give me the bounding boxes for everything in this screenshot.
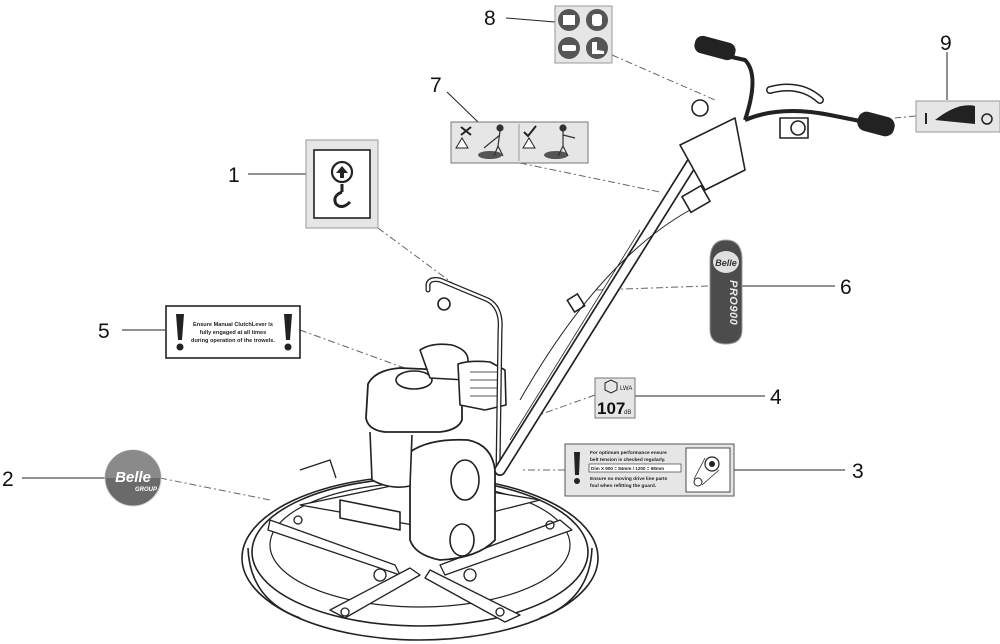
throttle-wedge-icon	[935, 105, 975, 124]
callout-2: 2	[2, 468, 14, 491]
logo-group-text: GROUP	[135, 487, 158, 493]
decal-throttle	[915, 100, 1000, 133]
decal-belt-tension: For optimum performance ensure belt tens…	[564, 443, 735, 497]
clutch-line-2: fully engaged at all times	[200, 330, 267, 336]
logo-belle-text: Belle	[115, 469, 151, 486]
logo-pro-model: PRO900	[727, 280, 739, 326]
belt-line-4: Ensure no moving drive line parts	[590, 476, 668, 482]
leader-2	[159, 477, 271, 501]
callout-4: 4	[770, 386, 782, 409]
clutch-line-3: during operation of the trowels.	[191, 338, 275, 344]
leader-9	[894, 115, 917, 119]
callout-6: 6	[840, 276, 852, 299]
leader-8	[611, 54, 716, 101]
belt-line-5: foul when refitting the guard.	[590, 483, 656, 489]
logo-pro-brand: Belle	[715, 258, 737, 268]
hook-icon	[333, 184, 352, 209]
arrow-up-icon	[336, 166, 348, 178]
callout-1: 1	[228, 164, 240, 187]
clutch-line-1: Ensure Manual ClutchLever is	[193, 322, 273, 328]
leader-7	[519, 162, 661, 193]
pulley-icon	[704, 456, 720, 472]
trowel-blades	[267, 515, 573, 623]
check-icon	[523, 125, 537, 138]
decal-ppe	[554, 5, 613, 64]
belt-line-3: Dim X 900 = 84mm / 1200 = 68mm	[591, 466, 664, 471]
warning-exclamation-icon	[574, 452, 580, 475]
noise-unit: dB	[624, 410, 631, 416]
engine	[365, 343, 507, 488]
logo-belle-group: Belle GROUP	[104, 449, 162, 507]
noise-label: LWA	[620, 386, 632, 392]
decal-clutch-warning: Ensure Manual ClutchLever is fully engag…	[165, 305, 301, 359]
callout-7: 7	[430, 74, 442, 97]
cross-icon	[460, 126, 472, 136]
callout-8: 8	[484, 7, 496, 30]
decal-lifting-point	[305, 139, 379, 229]
noise-value: 107	[597, 399, 625, 418]
decal-noise-level: LWA 107 dB	[594, 377, 636, 419]
callout-3: 3	[852, 460, 864, 483]
logo-pro900: Belle PRO900	[709, 239, 743, 345]
callout-5: 5	[98, 320, 110, 343]
warning-triangle-icon-right	[522, 137, 536, 149]
warning-exclamation-icon-left	[176, 314, 184, 340]
decal-operator-safety	[450, 121, 589, 164]
warning-exclamation-icon-right	[284, 314, 292, 340]
leader-5	[299, 329, 411, 371]
power-trowel-machine	[241, 35, 895, 641]
belt-line-1: For optimum performance ensure	[590, 450, 667, 456]
handlebars	[694, 35, 895, 139]
warning-triangle-icon-left	[455, 137, 469, 149]
callout-9: 9	[940, 32, 952, 55]
throttle-max-icon	[981, 113, 993, 125]
ear-protection-icon	[604, 379, 618, 394]
leader-1	[377, 227, 456, 286]
belt-line-2: belt tension is checked regularly.	[590, 457, 665, 463]
callout-lines	[22, 17, 948, 479]
